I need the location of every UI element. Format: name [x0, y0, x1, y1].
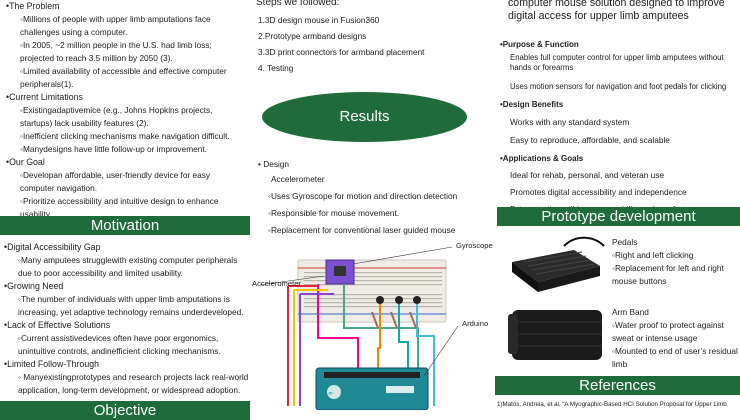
followup-item: ◦ Manyexistingprototypes and research pr…	[18, 372, 249, 395]
problem-item: ◦Millions of people with upper limb ampu…	[20, 14, 211, 37]
pedal-image	[504, 232, 606, 296]
goal-item: ◦Developan affordable, user-friendly dev…	[20, 170, 211, 193]
label-arduino: Arduino	[462, 319, 489, 328]
goal-item: ◦Prioritize accessibility and intuitive …	[20, 196, 219, 219]
motivation-title: Motivation	[90, 217, 160, 234]
circuit-diagram: ∞ Gyroscope Accelerometer Arduino	[252, 238, 494, 411]
problem-item: ◦In 2005, ~2 million people in the U.S. …	[20, 40, 212, 63]
apps-item: Promotes digital accessibility and indep…	[510, 187, 687, 197]
limitations-heading: •Current Limitations	[6, 92, 83, 102]
step-item: 4. Testing	[258, 63, 294, 73]
label-accelerometer: Accelerometer	[252, 279, 301, 288]
problem-section: •The Problem ◦Millions of people with up…	[6, 0, 246, 221]
design-sub: Accelerometer	[271, 174, 325, 184]
design-item: ◦Responsible for mouse movement.	[268, 208, 400, 218]
design-section: • Design Accelerometer ◦Uses Gyroscope f…	[258, 158, 498, 239]
armband-title: Arm Band	[612, 307, 649, 317]
apps-item: Ideal for rehab, personal, and veteran u…	[510, 170, 665, 180]
pedals-title: Pedals	[612, 237, 638, 247]
limitation-item: ◦Existingadaptivemice (e.g., Johns Hopki…	[20, 105, 213, 128]
label-gyroscope: Gyroscope	[456, 241, 493, 250]
motivation-section: •Digital Accessibility Gap ◦Many amputee…	[4, 241, 250, 397]
armband-item: ◦Water proof to protect against sweat or…	[612, 320, 724, 343]
growing-item: ◦The number of individuals with upper li…	[18, 294, 244, 317]
problem-item: ◦Limited availability of accessible and …	[20, 66, 227, 89]
circuit-diagram-graphic: ∞	[259, 246, 459, 411]
reference-item: 1)Matos, Andreia, et al. “A Myographic-B…	[497, 401, 727, 408]
svg-text:∞: ∞	[328, 390, 333, 397]
problem-heading: •The Problem	[6, 1, 60, 11]
limitation-item: ◦Inefficient clicking mechanisms make na…	[20, 131, 230, 141]
results-ellipse: Results	[262, 92, 467, 142]
pedals-item: ◦Right and left clicking	[612, 250, 694, 260]
intro-text: computer mouse solution designed to impr…	[508, 0, 740, 23]
references-title: References	[579, 377, 656, 394]
step-item: 3.3D print connectors for armband placem…	[258, 47, 425, 57]
pedals-text: Pedals ◦Right and left clicking ◦Replace…	[612, 236, 740, 288]
benefit-item: Works with any standard system	[510, 117, 630, 127]
limitation-item: ◦Manydesigns have little follow-up or im…	[20, 144, 207, 154]
objective-banner: Objective	[0, 401, 250, 420]
objective-title: Objective	[93, 402, 157, 419]
gap-item: ◦Many amputees strugglewith existing com…	[18, 255, 238, 278]
followup-heading: •Limited Follow-Through	[4, 359, 99, 369]
design-item: ◦Replacement for conventional laser guid…	[268, 225, 456, 235]
armband-item: ◦Mounted to end of user’s residual limb	[612, 346, 738, 369]
step-item: 1.3D design mouse in Fusion360	[258, 15, 380, 25]
goal-heading: •Our Goal	[6, 157, 45, 167]
benefit-item: Easy to reproduce, affordable, and scala…	[510, 135, 670, 145]
armband-text: Arm Band ◦Water proof to protect against…	[612, 306, 740, 371]
intro-line: digital access for upper limb amputees	[508, 10, 689, 22]
gap-heading: •Digital Accessibility Gap	[4, 242, 101, 252]
pedals-item: ◦Replacement for left and right mouse bu…	[612, 263, 724, 286]
prototype-banner: Prototype development	[497, 207, 740, 226]
design-heading: • Design	[258, 159, 290, 169]
purpose-item: Uses motion sensors for navigation and f…	[510, 82, 727, 91]
benefits-heading: •Design Benefits	[500, 100, 564, 109]
purpose-item: Enables full computer control for upper …	[510, 53, 724, 72]
results-title: Results	[339, 108, 390, 125]
steps-section: Steps we followed: 1.3D design mouse in …	[256, 0, 486, 76]
design-item: ◦Uses Gyroscope for motion and direction…	[268, 191, 458, 201]
prototype-title: Prototype development	[541, 208, 696, 225]
armband-image	[508, 304, 604, 366]
lack-item: ◦Current assistivedevices often have poo…	[18, 333, 221, 356]
purpose-section: •Purpose & Function Enables full compute…	[500, 38, 740, 218]
purpose-heading: •Purpose & Function	[500, 40, 579, 49]
motivation-banner: Motivation	[0, 216, 250, 235]
references-banner: References	[495, 376, 740, 395]
apps-heading: •Applications & Goals	[500, 154, 584, 163]
intro-line: computer mouse solution designed to impr…	[508, 0, 725, 9]
lack-heading: •Lack of Effective Solutions	[4, 320, 111, 330]
growing-heading: •Growing Need	[4, 281, 64, 291]
step-item: 2.Prototype armband designs	[258, 31, 367, 41]
steps-heading: Steps we followed:	[256, 0, 340, 8]
